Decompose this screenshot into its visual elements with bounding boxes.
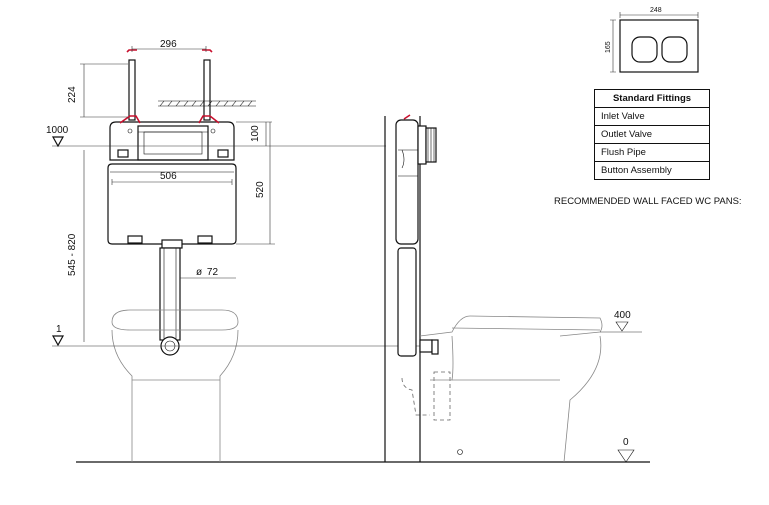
button-plate (619, 19, 699, 73)
fitting-item: Inlet Valve (594, 107, 710, 126)
label-bottom-level: 1 (56, 324, 62, 335)
dim-tank-offset: 100 (236, 121, 272, 146)
label-button-width: 248 (650, 7, 662, 14)
dim-bracket-width: 296 (131, 39, 207, 52)
front-view: 296 224 1000 100 520 (46, 39, 420, 462)
dim-height-range: 545 - 820 (67, 150, 85, 342)
label-height-range: 545 - 820 (67, 233, 78, 276)
label-pipe-diameter: 72 (207, 267, 219, 278)
flush-button-right (661, 36, 688, 63)
label-tank-width: 506 (160, 171, 177, 182)
recommendation-text: RECOMMENDED WALL FACED WC PANS: (554, 196, 742, 207)
dim-pipe-diameter: ø 72 (180, 267, 236, 279)
cistern-tank (107, 163, 237, 249)
dim-bracket-height: 224 (67, 63, 128, 118)
toilet-pan-front (111, 309, 239, 462)
dim-tank-width: 506 (111, 171, 233, 185)
label-button-height: 165 (605, 41, 612, 53)
svg-text:ø 72: ø 72 (196, 267, 218, 278)
standard-fittings-table: Standard Fittings Inlet Valve Outlet Val… (594, 89, 710, 180)
flush-button-detail: 248 165 (605, 7, 699, 73)
label-bracket-height: 224 (67, 86, 78, 103)
level-bottom: 1 (51, 324, 420, 347)
toilet-pan-side (401, 315, 603, 463)
flush-pipe (159, 247, 181, 356)
fitting-item: Flush Pipe (594, 143, 710, 162)
diameter-symbol: ø (196, 267, 202, 278)
cistern-top (109, 115, 235, 161)
label-tank-offset: 100 (250, 125, 261, 142)
fitting-item: Outlet Valve (594, 125, 710, 144)
level-top: 1000 (46, 125, 386, 148)
label-pan-height: 400 (614, 310, 631, 321)
fittings-title: Standard Fittings (594, 89, 710, 108)
side-view: 400 0 (384, 114, 642, 463)
label-floor-level: 0 (623, 437, 629, 448)
mounting-bracket (126, 49, 256, 121)
label-tank-height: 520 (255, 181, 266, 198)
label-bracket-width: 296 (160, 39, 177, 50)
level-floor: 0 (617, 437, 635, 463)
cistern-side (395, 114, 439, 357)
level-pan: 400 (600, 310, 642, 333)
flush-button-left (631, 36, 658, 63)
fitting-item: Button Assembly (594, 161, 710, 180)
label-top-level: 1000 (46, 125, 69, 136)
dim-tank-height: 520 (236, 122, 275, 245)
